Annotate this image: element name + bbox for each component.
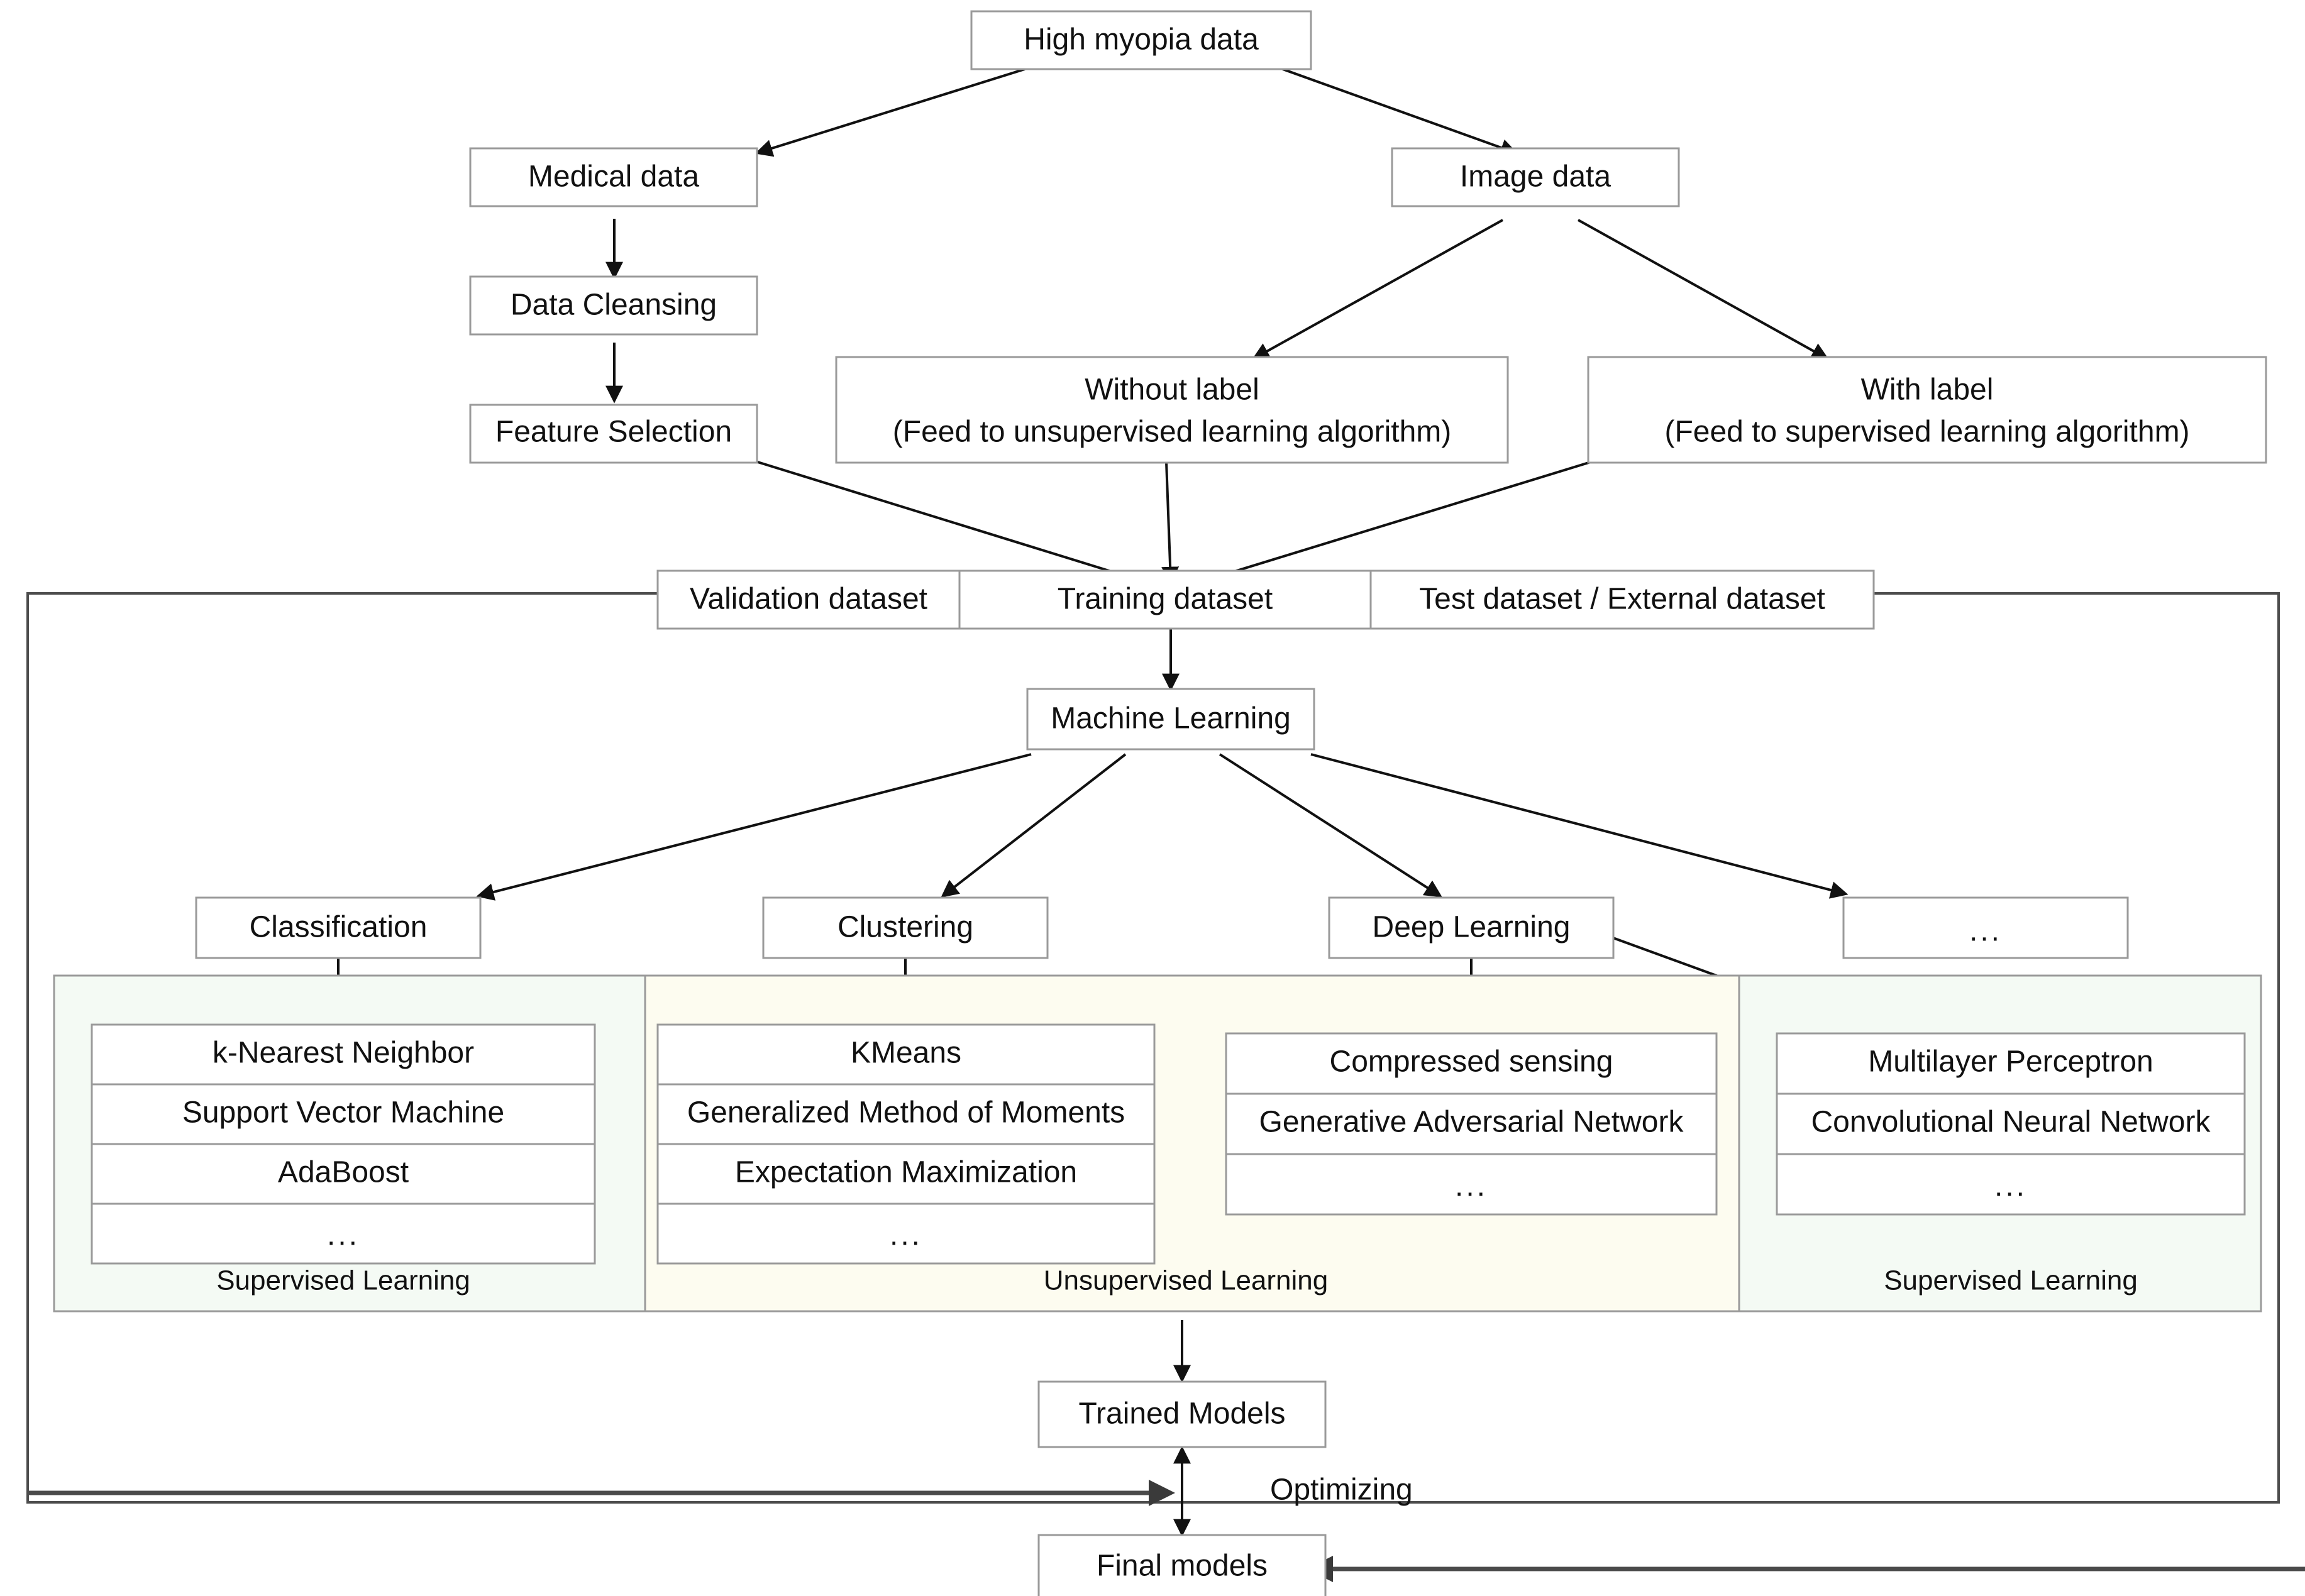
node-more-ml-families-label: ... xyxy=(1969,915,2002,948)
edge-imagedata-withoutlabel xyxy=(1251,219,1503,360)
method-item-clustering-more-label: ... xyxy=(890,1219,922,1252)
node-more-ml-families[interactable] xyxy=(1842,896,2129,959)
edge-ml-clustering xyxy=(941,753,1127,898)
node-trained-models-label: Trained Models xyxy=(1078,1397,1285,1431)
clustering-group-panel-label: Unsupervised Learning xyxy=(1044,1265,1329,1296)
node-feature-selection-label: Feature Selection xyxy=(495,416,732,449)
node-deep-learning-label: Deep Learning xyxy=(1373,911,1571,944)
method-item-neuralnetwork-more[interactable] xyxy=(1776,1153,2246,1216)
method-item-svm[interactable] xyxy=(91,1083,596,1145)
node-final-models-label: Final models xyxy=(1097,1549,1268,1583)
method-item-mlp-label: Multilayer Perceptron xyxy=(1868,1045,2153,1079)
method-item-cnn-label: Convolutional Neural Network xyxy=(1811,1106,2211,1139)
method-item-classification-more[interactable] xyxy=(91,1203,596,1265)
edge-featureselection-trainingdataset xyxy=(757,461,1157,589)
node-trained-models[interactable] xyxy=(1037,1380,1327,1448)
node-without-label-line1: Without label xyxy=(1085,373,1259,407)
node-final-models[interactable] xyxy=(1037,1534,1327,1596)
node-classification[interactable] xyxy=(195,896,482,959)
optimizing-label: Optimizing xyxy=(1270,1473,1413,1507)
method-item-deeplearning-more[interactable] xyxy=(1225,1153,1718,1216)
method-item-cnn[interactable] xyxy=(1776,1092,2246,1155)
node-machine-learning[interactable] xyxy=(1026,688,1315,751)
node-test-dataset[interactable] xyxy=(1369,570,1875,630)
edge-ml-classification xyxy=(476,753,1032,901)
method-item-deeplearning-more-label: ... xyxy=(1455,1170,1488,1203)
node-without-label[interactable] xyxy=(835,356,1509,464)
edge-ml-deeplearning xyxy=(1219,753,1442,898)
node-clustering[interactable] xyxy=(762,896,1049,959)
node-with-label-line2: (Feed to supervised learning algorithm) xyxy=(1664,416,2189,449)
node-validation-dataset-label: Validation dataset xyxy=(690,583,927,616)
method-item-svm-label: Support Vector Machine xyxy=(182,1096,504,1130)
node-validation-dataset[interactable] xyxy=(656,570,961,630)
node-training-dataset[interactable] xyxy=(958,570,1372,630)
node-machine-learning-label: Machine Learning xyxy=(1051,702,1291,735)
node-deep-learning[interactable] xyxy=(1328,896,1615,959)
method-item-adaboost-label: AdaBoost xyxy=(278,1156,409,1189)
method-item-compressed-sensing-label: Compressed sensing xyxy=(1330,1045,1613,1079)
node-data-cleansing[interactable] xyxy=(469,275,758,336)
classification-group-panel-label: Supervised Learning xyxy=(216,1265,470,1296)
method-item-gan-label: Generative Adversarial Network xyxy=(1259,1106,1684,1139)
neural-network-group-panel-label: Supervised Learning xyxy=(1884,1265,2138,1296)
edge-ml-more xyxy=(1310,753,1849,899)
method-item-neuralnetwork-more-label: ... xyxy=(1994,1170,2027,1203)
method-item-em[interactable] xyxy=(656,1143,1156,1205)
node-image-data[interactable] xyxy=(1391,147,1680,207)
node-data-cleansing-label: Data Cleansing xyxy=(511,289,717,322)
node-with-label-line1: With label xyxy=(1861,373,1994,407)
method-item-knn-label: k-Nearest Neighbor xyxy=(213,1037,474,1070)
method-item-clustering-more[interactable] xyxy=(656,1203,1156,1265)
edge-highmyopia-medicaldata xyxy=(755,68,1025,157)
method-item-gan[interactable] xyxy=(1225,1092,1718,1155)
node-high-myopia-data[interactable] xyxy=(970,10,1312,70)
node-image-data-label: Image data xyxy=(1460,160,1611,194)
node-medical-data-label: Medical data xyxy=(528,160,699,194)
method-item-classification-more-label: ... xyxy=(327,1219,360,1252)
method-item-em-label: Expectation Maximization xyxy=(735,1156,1077,1189)
edge-withoutlabel-trainingdataset xyxy=(1161,461,1180,585)
method-item-kmeans-label: KMeans xyxy=(851,1037,961,1070)
method-item-gmm[interactable] xyxy=(656,1083,1156,1145)
node-with-label[interactable] xyxy=(1587,356,2267,464)
edge-imagedata-withlabel xyxy=(1578,219,1830,360)
node-medical-data[interactable] xyxy=(469,147,758,207)
edge-withlabel-trainingdataset xyxy=(1188,461,1591,589)
method-item-gmm-label: Generalized Method of Moments xyxy=(687,1096,1125,1130)
node-training-dataset-label: Training dataset xyxy=(1058,583,1273,616)
node-test-dataset-label: Test dataset / External dataset xyxy=(1419,583,1825,616)
node-without-label-line2: (Feed to unsupervised learning algorithm… xyxy=(893,416,1451,449)
node-clustering-label: Clustering xyxy=(837,911,973,944)
method-item-knn[interactable] xyxy=(91,1023,596,1086)
node-high-myopia-data-label: High myopia data xyxy=(1024,23,1259,57)
node-classification-label: Classification xyxy=(250,911,428,944)
edge-highmyopia-imagedata xyxy=(1282,68,1518,157)
node-feature-selection[interactable] xyxy=(469,404,758,464)
